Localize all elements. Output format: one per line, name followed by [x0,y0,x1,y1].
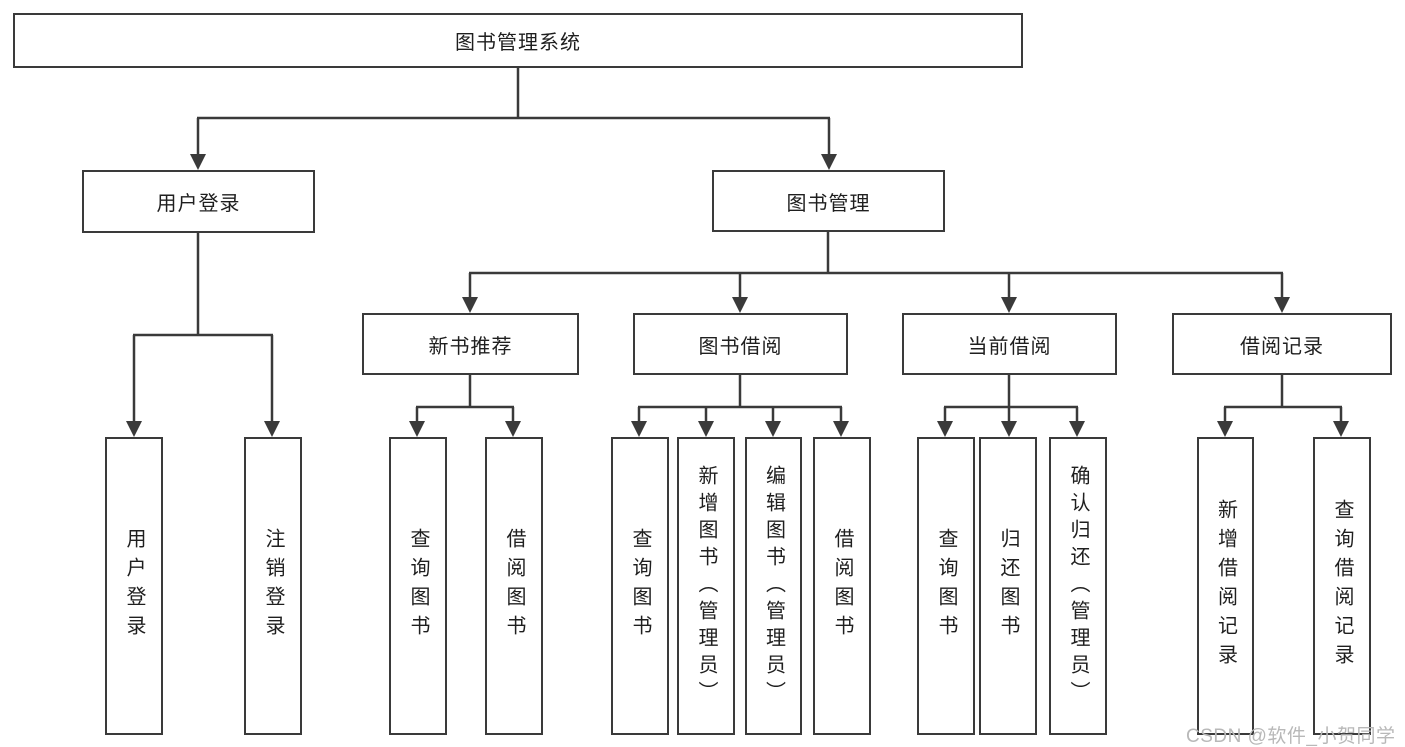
node-label: 图书管理系统 [455,32,581,54]
leaf-confirm-return-admin: 确认归还（管理员） [1049,437,1107,735]
arrowhead-icon [631,421,647,437]
leaf-label: 查询借阅记录 [1331,499,1353,673]
arrowhead-icon [126,421,142,437]
node-book-borrowing: 图书借阅 [633,313,848,375]
leaf-query-borrow-record: 查询借阅记录 [1313,437,1371,735]
leaf-label: 编辑图书（管理员） [762,464,785,708]
arrowhead-icon [1333,421,1349,437]
arrowhead-icon [732,297,748,313]
node-label: 新书推荐 [428,335,513,358]
leaf-label: 查询图书 [629,528,651,644]
leaf-label: 用户登录 [123,528,145,644]
arrowhead-icon [698,421,714,437]
node-current-borrowing: 当前借阅 [902,313,1117,375]
node-label: 用户登录 [156,193,241,215]
arrowhead-icon [833,421,849,437]
leaf-return-books: 归还图书 [979,437,1037,735]
leaf-label: 查询图书 [407,528,429,644]
node-label: 图书管理 [786,192,871,215]
arrowhead-icon [1001,297,1017,313]
leaf-label: 新增图书（管理员） [695,464,717,708]
node-root-system: 图书管理系统 [13,13,1023,68]
leaf-newbook-borrow-books: 借阅图书 [485,437,543,735]
node-borrowing-records: 借阅记录 [1172,313,1392,375]
arrowhead-icon [821,154,837,170]
node-label: 借阅记录 [1240,335,1324,358]
arrowhead-icon [505,421,521,437]
leaf-label: 注销登录 [262,528,284,644]
leaf-add-borrow-record: 新增借阅记录 [1197,437,1254,735]
node-user-login: 用户登录 [82,170,315,233]
arrowhead-icon [264,421,280,437]
arrowhead-icon [937,421,953,437]
leaf-label: 归还图书 [997,528,1019,644]
arrowhead-icon [190,154,206,170]
leaf-label: 确认归还（管理员） [1067,464,1089,708]
arrowhead-icon [1001,421,1017,437]
node-book-management: 图书管理 [712,170,945,232]
leaf-current-query-books: 查询图书 [917,437,975,735]
node-label: 当前借阅 [967,335,1052,358]
arrowhead-icon [409,421,425,437]
arrowhead-icon [1217,421,1233,437]
leaf-user-login: 用户登录 [105,437,163,735]
arrowhead-icon [1274,297,1290,313]
leaf-label: 查询图书 [935,528,957,644]
arrowhead-icon [1069,421,1085,437]
leaf-newbook-query-books: 查询图书 [389,437,447,735]
csdn-watermark: CSDN @软件_小贺同学 [1186,726,1396,747]
leaf-borrowing-query-books: 查询图书 [611,437,669,735]
leaf-borrowing-borrow-books: 借阅图书 [813,437,871,735]
arrowhead-icon [765,421,781,437]
leaf-label: 借阅图书 [503,528,525,644]
leaf-logout: 注销登录 [244,437,302,735]
node-label: 图书借阅 [698,335,783,358]
node-new-book-recommend: 新书推荐 [362,313,579,375]
leaf-edit-books-admin: 编辑图书（管理员） [745,437,802,735]
leaf-label: 新增借阅记录 [1214,499,1237,673]
leaf-label: 借阅图书 [831,528,853,644]
leaf-add-books-admin: 新增图书（管理员） [677,437,735,735]
arrowhead-icon [462,297,478,313]
